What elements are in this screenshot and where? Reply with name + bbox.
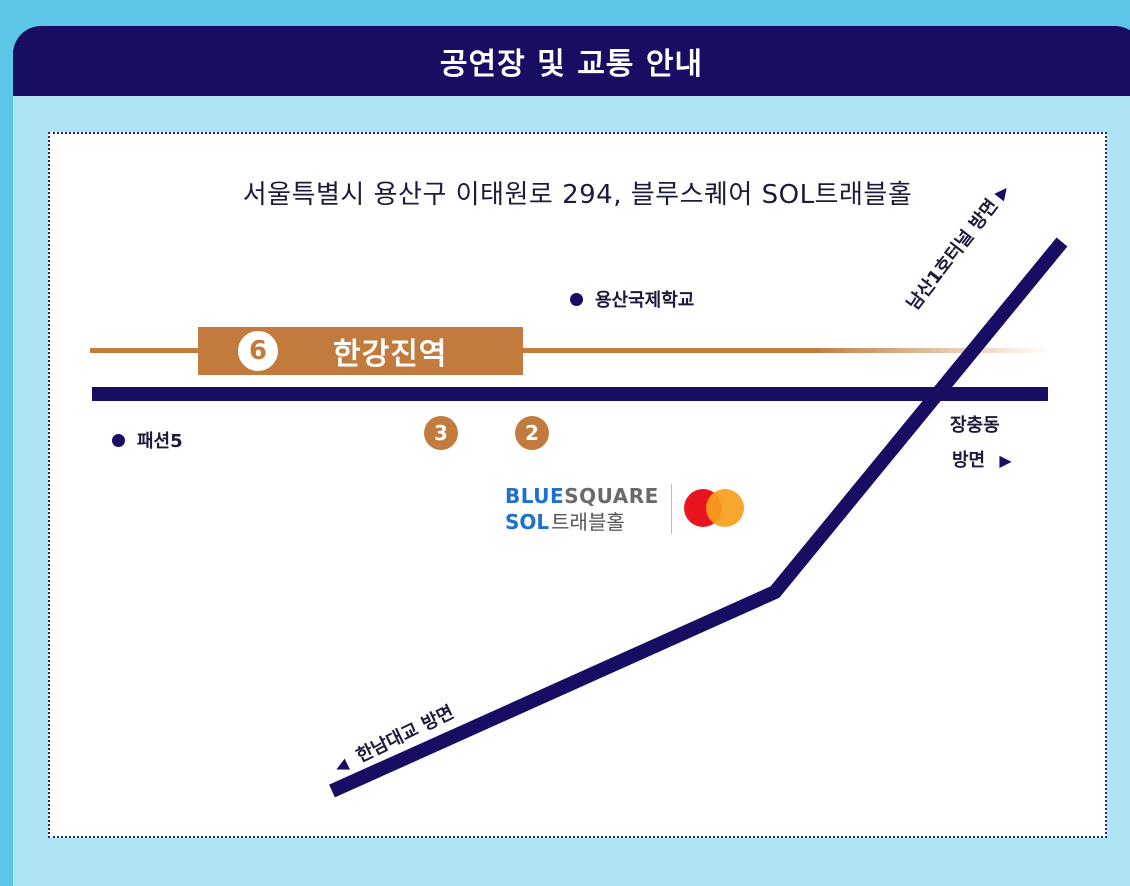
poi-yongsan-international-school: 용산국제학교 xyxy=(570,286,694,312)
poi-label: 패션5 xyxy=(137,431,183,452)
venue-info-card: 공연장 및 교통 안내 서울특별시 용산구 이태원로 294, 블루스퀘어 SO… xyxy=(13,26,1130,886)
subway-line-6 xyxy=(90,348,1050,353)
map-area: 서울특별시 용산구 이태원로 294, 블루스퀘어 SOL트래블홀 6 한강진역… xyxy=(48,132,1107,838)
mastercard-logo-icon xyxy=(683,489,744,529)
poi-fashion5: 패션5 xyxy=(112,427,183,453)
main-road-itaewon-ro xyxy=(92,387,1048,401)
logo-text-blue: BLUE xyxy=(505,484,565,508)
location-dot-icon xyxy=(112,433,125,447)
diagonal-road xyxy=(329,237,1068,798)
logo-sol: SOL xyxy=(505,510,550,534)
hangangjin-station: 6 한강진역 xyxy=(198,327,523,375)
station-name: 한강진역 xyxy=(333,337,448,372)
arrow-right-icon: ▶ xyxy=(999,451,1012,470)
card-header: 공연장 및 교통 안내 xyxy=(13,26,1130,96)
direction-jangchung-1: 장충동 xyxy=(950,415,1000,436)
page-title: 공연장 및 교통 안내 xyxy=(439,47,704,82)
direction-jangchung-2: 방면 ▶ xyxy=(952,446,1012,472)
exit-3-badge: 3 xyxy=(424,416,458,450)
direction-text: 방면 xyxy=(952,450,986,471)
bluesquare-logo: BLUESQUARE SOL 트래블홀 xyxy=(505,483,659,535)
location-dot-icon xyxy=(570,292,583,306)
venue-address: 서울특별시 용산구 이태원로 294, 블루스퀘어 SOL트래블홀 xyxy=(242,180,913,210)
exit-2-badge: 2 xyxy=(515,416,549,450)
logo-hall: 트래블홀 xyxy=(551,510,625,534)
map-roads xyxy=(90,237,1068,798)
venue-logo: BLUESQUARE SOL 트래블홀 xyxy=(505,479,744,539)
poi-label: 용산국제학교 xyxy=(595,290,695,311)
logo-divider xyxy=(670,484,672,534)
line-6-badge: 6 xyxy=(235,328,281,374)
logo-text-gray: SQUARE xyxy=(564,484,659,508)
